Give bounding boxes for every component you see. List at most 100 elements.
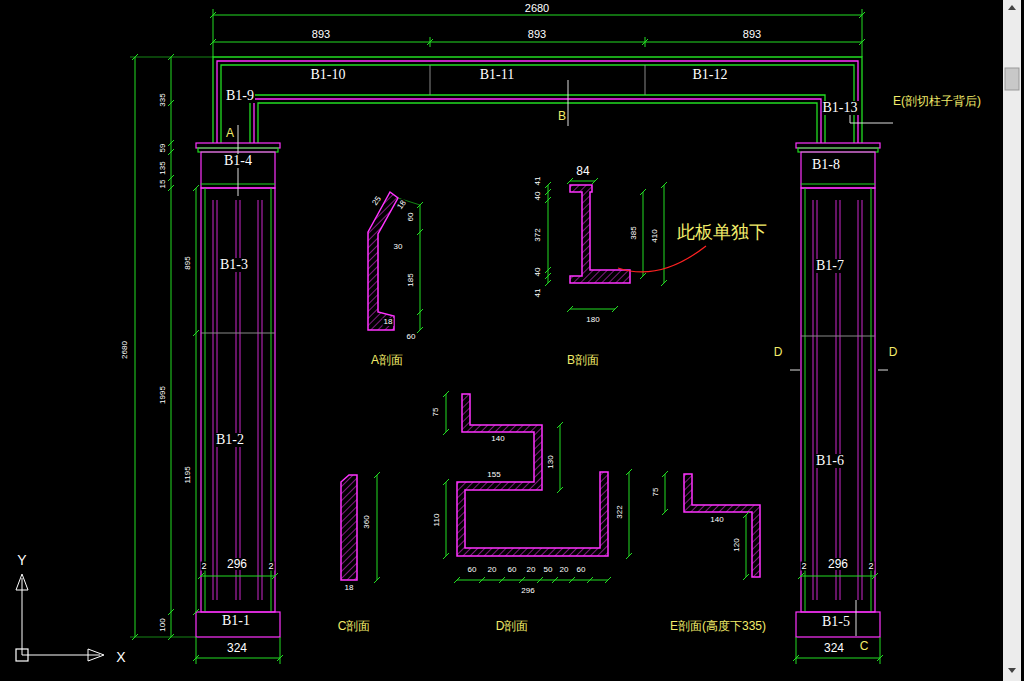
dimension-line — [196, 188, 197, 612]
dimension-tick — [168, 100, 174, 106]
dimension-tick — [168, 609, 174, 615]
dimension-text: 60 — [576, 566, 587, 574]
dimension-text: 59 — [159, 143, 167, 154]
dimension-line — [213, 42, 862, 43]
dimension-text: 18 — [396, 198, 409, 212]
dimension-tick — [168, 175, 174, 181]
dimension-text: 120 — [733, 537, 741, 552]
section-caption: C剖面 — [337, 620, 372, 632]
column-flute — [862, 200, 863, 600]
panel-label: B1-10 — [310, 68, 347, 83]
dimension-text: 2 — [867, 562, 874, 571]
lintel-outline — [217, 61, 858, 143]
section-mark: D — [888, 346, 899, 358]
dimension-text: 60 — [407, 212, 415, 223]
dimension-text: 410 — [651, 228, 659, 243]
dimension-tick — [612, 306, 618, 312]
annotation-curve — [618, 246, 706, 272]
column-shaft — [801, 188, 875, 612]
dimension-text: 75 — [432, 407, 440, 418]
dimension-text: 1995 — [159, 385, 167, 405]
dimension-text: 895 — [184, 255, 192, 270]
dimension-tick — [567, 178, 573, 184]
dimension-text: 385 — [630, 225, 638, 240]
dimension-tick — [443, 429, 449, 435]
lintel-outline — [221, 65, 854, 143]
dimension-tick — [798, 573, 804, 579]
dimension-text: 296 — [827, 558, 849, 570]
dimension-text: 324 — [226, 642, 248, 654]
dimension-text: 20 — [487, 566, 498, 574]
drawing-line — [801, 184, 875, 185]
dimension-line — [213, 15, 862, 16]
dimension-text: 75 — [652, 487, 660, 498]
axis-label: Y — [16, 553, 27, 567]
dimension-line — [135, 57, 136, 637]
dimension-tick — [443, 553, 449, 559]
dimension-text: 135 — [159, 160, 167, 175]
column-flute — [213, 200, 214, 600]
drawing-line — [871, 188, 872, 612]
dimension-tick — [443, 391, 449, 397]
drawing-line — [878, 370, 888, 371]
segment-joint — [201, 333, 275, 334]
dimension-text: 18 — [344, 584, 355, 592]
scroll-arrow — [1008, 668, 1016, 673]
dimension-line — [629, 472, 630, 556]
dimension-tick — [662, 509, 668, 515]
dimension-text: 60 — [467, 566, 478, 574]
panel-label: B1-5 — [821, 615, 851, 630]
dimension-tick — [499, 577, 505, 583]
lintel-outline — [258, 103, 817, 143]
drawing-line — [130, 57, 213, 58]
dimension-tick — [626, 553, 632, 559]
dimension-tick — [743, 574, 749, 580]
panel-label: B1-13 — [822, 101, 859, 116]
dimension-text: 50 — [543, 566, 554, 574]
dimension-text: 180 — [585, 316, 600, 324]
dimension-tick — [545, 197, 551, 203]
dimension-tick — [640, 189, 646, 195]
section-mark: A — [225, 127, 235, 139]
panel-label-box: B1-7 — [813, 258, 847, 275]
drawing-line — [205, 188, 206, 612]
capital-cornice — [796, 143, 880, 148]
dimension-tick — [168, 185, 174, 191]
section-mark: C — [859, 640, 870, 652]
dimension-text: 60 — [406, 333, 417, 341]
panel-label-box: B1-4 — [221, 153, 255, 170]
section-caption: D剖面 — [495, 620, 530, 632]
axis-arrow — [88, 649, 104, 661]
panel-label-box: B1-6 — [813, 453, 847, 470]
capital-cornice — [798, 148, 878, 152]
dimension-tick — [605, 577, 611, 583]
dimension-text: 360 — [363, 514, 371, 529]
dimension-line — [665, 474, 666, 512]
column-base — [796, 612, 880, 637]
dimension-text: 110 — [433, 513, 441, 528]
dimension-tick — [193, 330, 199, 336]
column-base — [196, 612, 280, 637]
dimension-tick — [545, 267, 551, 273]
dimension-line — [560, 425, 561, 490]
dimension-text: 140 — [490, 435, 505, 443]
drawing-line — [280, 637, 281, 664]
dimension-line — [446, 394, 447, 432]
dimension-text: 335 — [159, 92, 167, 107]
section-caption: B剖面 — [566, 354, 600, 366]
dimension-line — [746, 515, 747, 577]
dimension-tick — [417, 229, 423, 235]
dimension-tick — [569, 577, 575, 583]
drawing-line — [213, 9, 214, 57]
panel-label-box: B1-11 — [477, 67, 517, 84]
dimension-tick — [743, 512, 749, 518]
dimension-tick — [557, 422, 563, 428]
dimension-tick — [374, 472, 380, 478]
dimension-tick — [872, 573, 878, 579]
dimension-tick — [567, 306, 573, 312]
column-flute — [262, 200, 263, 600]
dimension-tick — [417, 309, 423, 315]
dimension-tick — [626, 469, 632, 475]
lintel-outline — [250, 95, 825, 143]
scroll-thumb — [1005, 68, 1019, 90]
